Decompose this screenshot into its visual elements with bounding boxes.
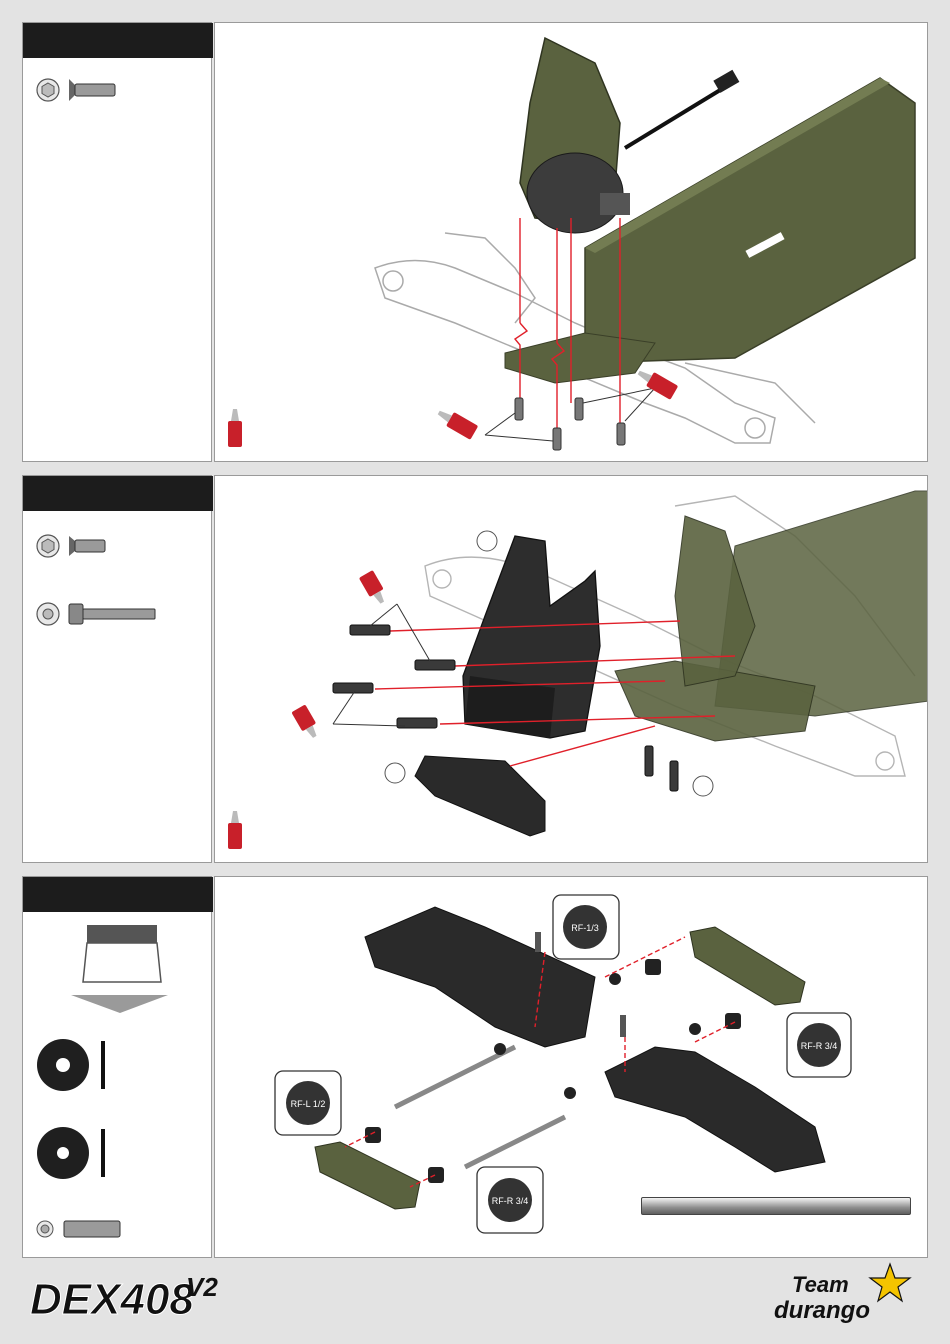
assembly-diagram-3: RF-1/3 RF-R 3/4 RF-L 1/2 RF-R 3/4	[214, 876, 928, 1258]
step-panel-1	[22, 22, 928, 462]
callout-rf-1-3: RF-1/3	[553, 895, 619, 959]
svg-text:RF-L 1/2: RF-L 1/2	[291, 1099, 326, 1109]
threadlock-bottle-icon	[228, 409, 242, 447]
parts-list-1	[22, 22, 212, 462]
svg-text:RF-R 3/4: RF-R 3/4	[492, 1196, 529, 1206]
svg-text:Team: Team	[792, 1272, 849, 1297]
step-panel-3: RF-1/3 RF-R 3/4 RF-L 1/2 RF-R 3/4	[22, 876, 928, 1258]
threadlock-bottle-icon	[228, 811, 242, 849]
step-panel-2	[22, 475, 928, 863]
svg-text:RF-1/3: RF-1/3	[571, 923, 599, 933]
svg-text:DEX408: DEX408	[30, 1275, 194, 1322]
hinge-pin-scale-bar	[641, 1197, 911, 1215]
callout-rf-l-1-2: RF-L 1/2	[275, 1071, 341, 1135]
svg-text:durango: durango	[774, 1297, 870, 1324]
svg-text:RF-R 3/4: RF-R 3/4	[801, 1041, 838, 1051]
countersunk-screw-icon	[37, 535, 105, 557]
shim-washer-icon	[37, 1127, 105, 1179]
threadlock-bottle-icon	[23, 23, 213, 463]
svg-text:V2: V2	[186, 1272, 218, 1302]
assembly-diagram-1	[214, 22, 928, 462]
team-durango-logo: Team durango	[772, 1262, 922, 1324]
parts-list-2	[22, 475, 212, 863]
shim-washer-icon	[37, 1039, 105, 1091]
dex408-logo: DEX408 V2	[28, 1266, 228, 1322]
parts-list-3	[22, 876, 212, 1258]
callout-rf-r-3-4-b: RF-R 3/4	[477, 1167, 543, 1233]
hex-socket-screw-icon	[37, 603, 155, 625]
assembly-diagram-2	[214, 475, 928, 863]
bag-icon	[71, 925, 168, 1013]
callout-rf-r-3-4-a: RF-R 3/4	[787, 1013, 851, 1077]
pin-icon	[37, 1221, 120, 1237]
